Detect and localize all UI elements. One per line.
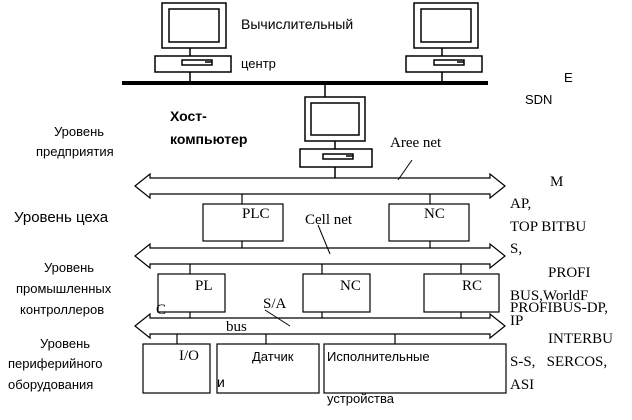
peripheral-level-label-3: оборудования (8, 377, 94, 392)
pl-label: PL (195, 278, 213, 294)
protocol-ap: AP, (510, 196, 532, 212)
actuators-box (323, 343, 507, 394)
host-label-2: компьютер (170, 131, 248, 147)
controllers-level-label-3: контроллеров (20, 302, 105, 317)
protocol-s-s-sercos: S-S, SERCOS, (510, 354, 608, 370)
protocol-bus-worldf: BUS,WorldF (510, 288, 589, 304)
workstation-icon-right (405, 2, 483, 73)
protocol-m: M (550, 174, 564, 190)
bus-label: bus (226, 319, 247, 335)
nc-box-shop (388, 203, 470, 242)
nc-box-ctrl (302, 273, 371, 313)
protocol-asi: ASI (510, 377, 535, 393)
cell-net-bus (134, 242, 506, 270)
area-net-label: Aree net (390, 135, 442, 151)
peripheral-level-label-1: Уровень (40, 336, 91, 351)
and-label: и (217, 374, 225, 390)
nc-ctrl-label: NC (340, 278, 361, 294)
rc-label: RC (462, 278, 483, 294)
protocol-ip: IP (510, 313, 524, 329)
controllers-level-label-2: промышленных (16, 281, 112, 296)
protocol-profi: PROFI (548, 265, 591, 281)
actuators-label-2: устройства (327, 391, 394, 406)
protocol-interbu: INTERBU (548, 331, 613, 347)
host-label-1: Хост- (170, 108, 207, 124)
area-net-bus (134, 172, 506, 200)
sdn-label: SDN (525, 92, 553, 107)
area-net-pointer (397, 159, 413, 181)
sensor-box (216, 343, 320, 394)
plc-label: PLC (242, 206, 270, 222)
e-label: E (564, 70, 573, 85)
pl-box (157, 273, 226, 313)
computing-center-label-2: центр (241, 56, 276, 71)
io-box (142, 343, 211, 394)
enterprise-level-label-2: предприятия (36, 144, 114, 159)
plc-box (202, 203, 284, 242)
nc-shop-label: NC (424, 206, 445, 222)
c-label: C (156, 302, 167, 318)
protocol-top-bitbu: TOP BITBU (510, 219, 587, 235)
cell-net-label: Cell net (305, 212, 353, 228)
actuators-label-1: Исполнительные (327, 349, 430, 364)
workstation-icon-left (154, 2, 232, 73)
host-computer-icon (299, 96, 373, 168)
enterprise-level-label-1: Уровень (54, 124, 105, 139)
controllers-level-label-1: Уровень (44, 260, 95, 275)
sa-label: S/A (263, 296, 287, 312)
sensor-label: Датчик (252, 349, 294, 364)
computing-center-label-1: Вычислительный (241, 16, 354, 32)
protocol-s: S, (510, 241, 523, 257)
sa-bus (134, 312, 506, 340)
shop-level-label: Уровень цеха (14, 209, 109, 226)
io-label: I/O (179, 348, 199, 364)
sdn-backbone-line (122, 72, 488, 97)
protocol-profibus-dp: PROFIBUS-DP, (510, 300, 608, 316)
peripheral-level-label-2: периферийного (8, 356, 103, 371)
